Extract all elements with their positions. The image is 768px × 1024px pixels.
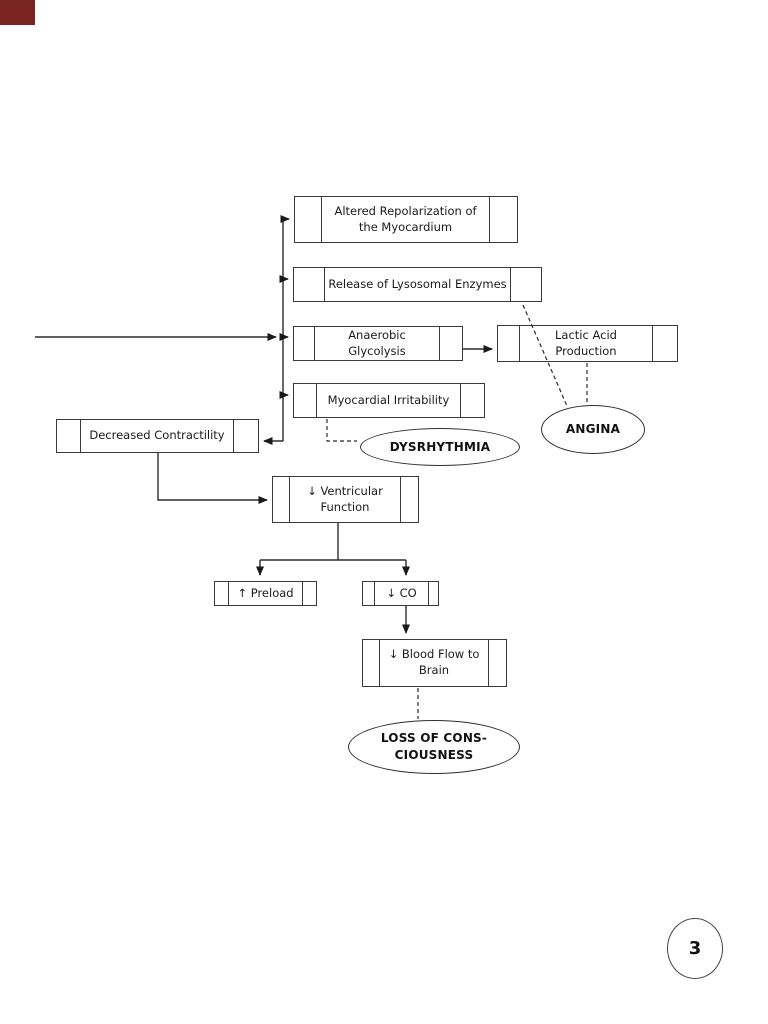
node-ventricular-function: ↓ Ventricular Function [272, 476, 419, 523]
node-side-cell [294, 384, 317, 417]
node-side-cell [294, 327, 315, 360]
node-side-cell [652, 326, 677, 361]
node-side-cell [439, 327, 462, 360]
node-side-cell [400, 477, 418, 522]
node-label: Altered Repolarization of the Myocardium [334, 203, 477, 234]
node-altered-repolarization: Altered Repolarization of the Myocardium [294, 196, 518, 243]
node-label: ↓ Ventricular Function [307, 483, 383, 514]
node-side-cell [294, 268, 325, 301]
node-label: ↑ Preload [237, 585, 294, 600]
node-side-cell [215, 582, 229, 605]
node-side-cell [302, 582, 316, 605]
node-side-cell [460, 384, 484, 417]
node-anaerobic-glycolysis: Anaerobic Glycolysis [293, 326, 463, 361]
node-side-cell [233, 420, 258, 452]
arrow-contractility-to-ventricular [157, 453, 268, 504]
node-label: Lactic Acid Production [555, 327, 617, 358]
node-label: ↓ Blood Flow to Brain [388, 647, 480, 677]
node-label: Anaerobic Glycolysis [348, 327, 406, 358]
node-side-cell [273, 477, 290, 522]
node-side-cell [489, 197, 517, 242]
node-lactic-acid-production: Lactic Acid Production [497, 325, 678, 362]
node-label: ↓ CO [386, 585, 417, 600]
page-number-circle: 3 [667, 918, 723, 979]
outcome-dysrhythmia: DYSRHYTHMIA [360, 428, 520, 466]
corner-tab [0, 0, 35, 25]
dashed-irritability-to-dysrhythmia [326, 419, 357, 442]
node-side-cell [57, 420, 81, 452]
node-blood-flow-brain: ↓ Blood Flow to Brain [362, 639, 507, 687]
node-label: Myocardial Irritability [327, 392, 450, 407]
node-side-cell [363, 640, 380, 686]
node-myocardial-irritability: Myocardial Irritability [293, 383, 485, 418]
outcome-loss-of-consciousness: LOSS OF CONS- CIOUSNESS [348, 720, 520, 774]
node-side-cell [428, 582, 438, 605]
node-side-cell [498, 326, 520, 361]
node-cardiac-output: ↓ CO [362, 581, 439, 606]
node-side-cell [363, 582, 375, 605]
node-label: Decreased Contractility [89, 428, 225, 443]
outcome-angina: ANGINA [541, 405, 645, 454]
node-side-cell [488, 640, 506, 686]
node-lysosomal-enzymes: Release of Lysosomal Enzymes [293, 267, 542, 302]
node-decreased-contractility: Decreased Contractility [56, 419, 259, 453]
node-preload: ↑ Preload [214, 581, 317, 606]
node-side-cell [295, 197, 322, 242]
node-label: Release of Lysosomal Enzymes [328, 276, 507, 291]
node-side-cell [510, 268, 541, 301]
